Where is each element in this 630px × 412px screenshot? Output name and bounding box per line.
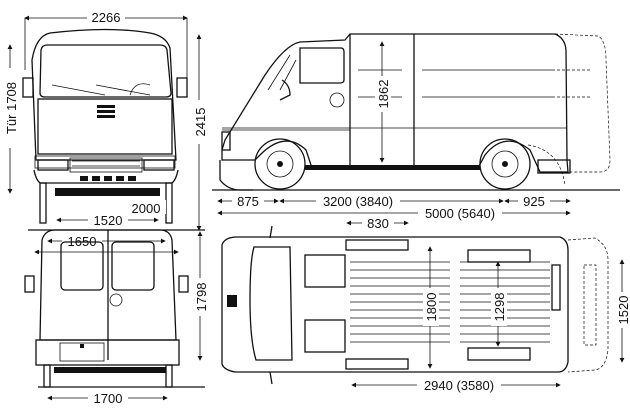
dim-width-body: 2000 (132, 201, 161, 216)
dim-wheelbase: 3200 (3840) (323, 194, 393, 209)
dim-width-between-arches: 1298 (492, 293, 507, 322)
dim-rear-door-width: 1520 (94, 213, 123, 228)
dim-rear-height: 1798 (194, 283, 209, 312)
top-view (221, 225, 609, 385)
dim-rear-overhang: 925 (523, 194, 545, 209)
dim-rear-track: 1700 (94, 391, 123, 406)
dim-door-height: Tür 1708 (4, 82, 19, 134)
side-dimensions: 1862 875 3200 (3840) 925 5000 (5640) (217, 41, 571, 221)
dim-overall-height: 2415 (193, 108, 208, 137)
dim-cargo-length: 2940 (3580) (424, 378, 494, 393)
dim-front-overhang: 875 (237, 194, 259, 209)
top-dimensions: 830 1800 1298 2940 (3580) 1520 (346, 215, 630, 393)
dim-cargo-width: 1800 (424, 293, 439, 322)
side-view (212, 33, 620, 191)
dim-rear-door-width-top: 1520 (616, 296, 630, 325)
rear-dimensions: 1520 1798 1700 (47, 212, 209, 406)
dim-cargo-height: 1862 (376, 80, 391, 109)
dim-side-door-width: 830 (367, 216, 389, 231)
rear-view (24, 229, 205, 388)
front-view (22, 28, 205, 231)
dim-overall-width: 2266 (92, 10, 121, 25)
dim-overall-length: 5000 (5640) (425, 206, 495, 221)
